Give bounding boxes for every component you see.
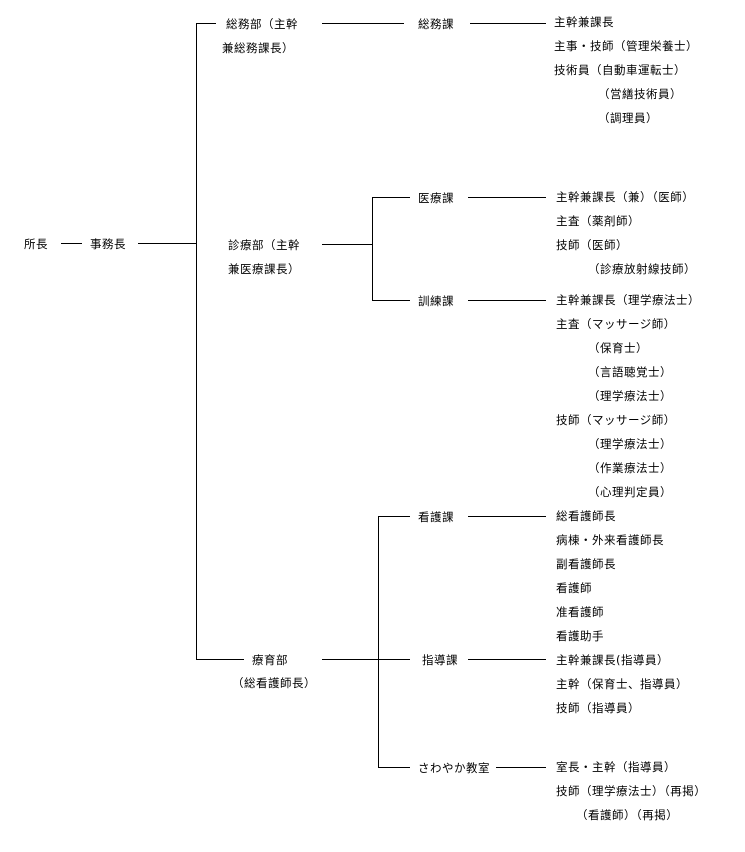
staff-item: 室長・主幹（指導員） <box>556 760 676 774</box>
staff-item: （診療放射線技師） <box>588 262 696 276</box>
dept-general-affairs-line1: 総務部（主幹 <box>226 17 298 31</box>
staff-item: （調理員） <box>598 111 658 125</box>
staff-item: （理学療法士） <box>588 389 672 403</box>
staff-item: 主査（薬剤師） <box>556 214 640 228</box>
staff-item: 主査（マッサージ師） <box>556 317 676 331</box>
staff-item: （作業療法士） <box>588 461 672 475</box>
staff-item: 主事・技師（管理栄養士） <box>554 39 698 53</box>
staff-item: 総看護師長 <box>556 509 616 523</box>
staff-item: 准看護師 <box>556 605 604 619</box>
staff-item: 看護師 <box>556 581 592 595</box>
staff-item: （保育士） <box>588 341 648 355</box>
staff-item: 主幹兼課長（理学療法士） <box>556 293 700 307</box>
secretary-general-box: 事務長 <box>90 237 126 251</box>
staff-item: （理学療法士） <box>588 437 672 451</box>
staff-item: 病棟・外来看護師長 <box>556 533 664 547</box>
dept-medical-line1: 診療部（主幹 <box>228 238 300 252</box>
staff-item: 主幹兼課長(指導員） <box>556 653 669 667</box>
dept-general-affairs-line2: 兼総務課長） <box>222 41 294 55</box>
staff-item: 主幹兼課長（兼）（医師） <box>556 190 695 204</box>
staff-item: 副看護師長 <box>556 557 616 571</box>
staff-item: （言語聴覚士） <box>588 365 672 379</box>
staff-item: 技師（マッサージ師） <box>556 413 676 427</box>
section-sawayaka-class: さわやか教室 <box>418 761 490 775</box>
section-nursing: 看護課 <box>418 510 454 524</box>
staff-item: 技師（医師） <box>556 238 628 252</box>
staff-item: 技師（理学療法士）（再掲） <box>556 784 707 798</box>
staff-item: （営繕技術員） <box>598 87 682 101</box>
staff-item: 主幹兼課長 <box>554 15 614 29</box>
section-training: 訓練課 <box>418 294 454 308</box>
section-medical: 医療課 <box>418 191 454 205</box>
staff-item: 看護助手 <box>556 629 604 643</box>
staff-item: 技師（指導員） <box>556 701 640 715</box>
staff-item: （看護師）（再掲） <box>576 808 679 822</box>
dept-medical-line2: 兼医療課長） <box>228 262 300 276</box>
staff-item: 技術員（自動車運転士） <box>554 63 686 77</box>
section-general-affairs: 総務課 <box>418 17 454 31</box>
staff-item: （心理判定員） <box>588 485 672 499</box>
section-guidance: 指導課 <box>422 653 458 667</box>
dept-care-line1: 療育部 <box>252 653 288 667</box>
staff-item: 主幹（保育士、指導員） <box>556 677 688 691</box>
director-box: 所長 <box>24 237 48 251</box>
dept-care-line2: （総看護師長） <box>232 676 316 690</box>
